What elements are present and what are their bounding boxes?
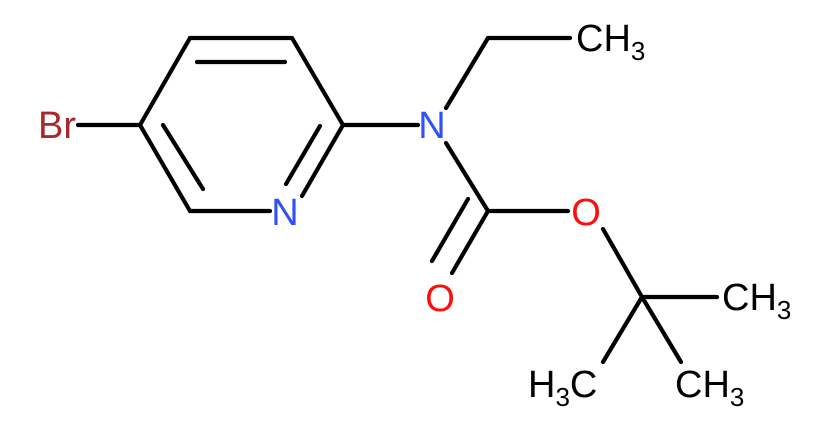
bond-n-ch2 [443, 35, 491, 111]
bond-ring-c6-c5 [137, 122, 193, 214]
bond-ring-c4-n-inner [283, 123, 323, 187]
atom-o-ester: O [571, 192, 601, 234]
bond-o-cq [600, 226, 645, 300]
group-ch3-bottom-right: CH3 [675, 364, 744, 412]
bond-c-o-double-b [429, 196, 471, 264]
group-ch3-ethyl: CH3 [576, 18, 645, 66]
bond-ring-c3-c4 [289, 35, 346, 128]
group-ch3-bottom-left: H3C [528, 364, 597, 412]
atom-br: Br [38, 105, 76, 147]
bond-ring-c6-c5-inner [160, 122, 206, 192]
atom-n-amide: N [418, 105, 445, 147]
bonds [75, 35, 720, 365]
bond-cq-ch3-br [639, 294, 684, 365]
atom-o-carbonyl: O [425, 278, 455, 320]
bond-ring-c4-n [299, 122, 346, 199]
group-ch3-right: CH3 [722, 277, 791, 325]
bond-cq-ch3-bl [600, 294, 645, 365]
atom-n-ring: N [271, 192, 298, 234]
atom-labels: Br N N O O CH3 CH3 H3C CH3 [38, 18, 791, 412]
bond-c-o-double-a [449, 208, 491, 276]
bond-ring-c5-c1 [137, 35, 193, 128]
bond-n-carbonyl-c [443, 140, 491, 214]
